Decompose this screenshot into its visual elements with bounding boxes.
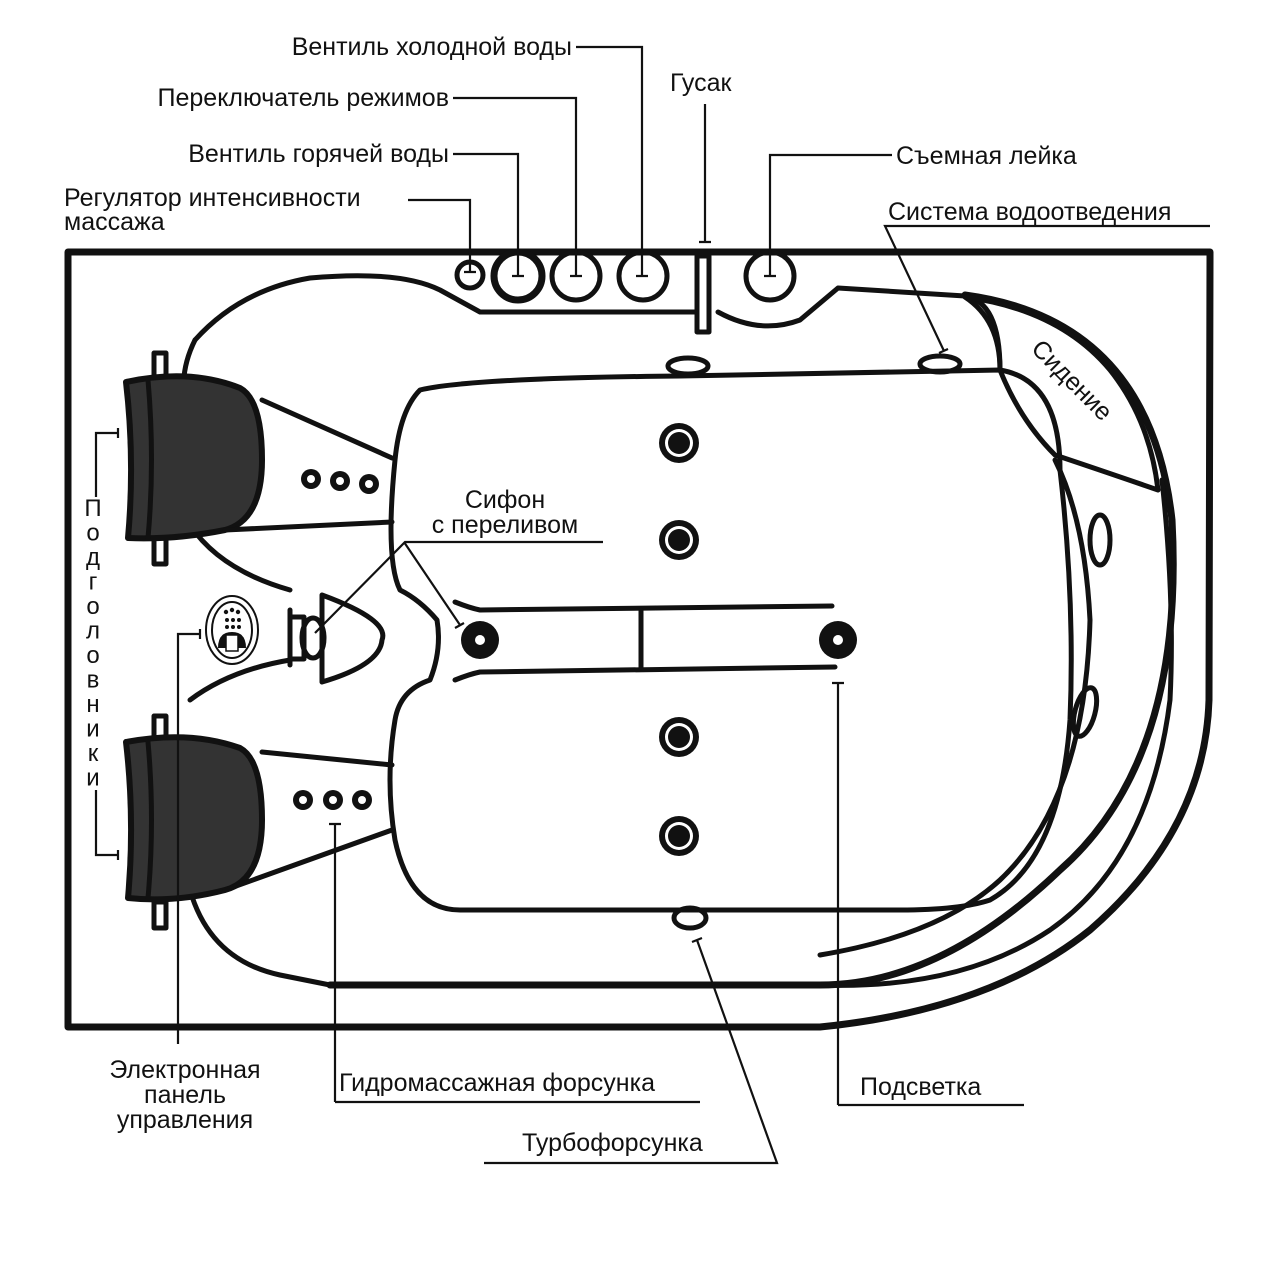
headrest-label-letter: о: [86, 520, 99, 547]
label-hydro-jet: Гидромассажная форсунка: [339, 1069, 655, 1097]
tub-outer-frame: [64, 248, 1214, 1031]
label-lighting: Подсветка: [860, 1073, 981, 1101]
bottom-light: [671, 905, 709, 931]
label-massage-regulator-2: массажа: [64, 208, 165, 236]
label-massage-regulator-1: Регулятор интенсивности: [64, 184, 361, 212]
seat-label: Сидение: [1026, 334, 1118, 426]
headrest-label-letter: о: [86, 642, 99, 669]
basin-inner: [387, 367, 1074, 913]
headrest-bottom-jets: [293, 790, 372, 810]
headrest-label-letter: д: [86, 544, 100, 571]
back-jet-rail: [452, 599, 857, 683]
leader-lines: [94, 45, 1210, 1165]
label-hot-water-valve: Вентиль горячей воды: [188, 140, 449, 168]
headrest-label-letter: и: [86, 765, 99, 792]
top-light-ring: [665, 355, 711, 377]
seat-shape: [962, 294, 1161, 493]
label-control-panel-3: управления: [117, 1106, 253, 1134]
label-control-panel-1: Электронная: [109, 1056, 260, 1084]
right-wall-outer: [817, 477, 1174, 988]
floor-turbo-jets: [659, 423, 699, 856]
basin-outer-lower: [187, 887, 333, 988]
label-hand-shower: Съемная лейка: [896, 142, 1077, 170]
headrest-top: [123, 350, 395, 567]
basin-outer-lower-2: [187, 657, 293, 703]
headrest-label-letter: о: [86, 593, 99, 620]
label-control-panel-2: панель: [144, 1081, 226, 1109]
wall-lights: [1070, 512, 1113, 739]
headrest-top-jets: [301, 469, 379, 494]
headrest-label-letter: л: [86, 618, 100, 645]
headrest-label-letter: к: [88, 740, 99, 767]
headrest-label-letter: н: [86, 691, 99, 718]
headrest-label-letter: П: [84, 495, 101, 522]
drain-ring: [917, 353, 963, 375]
siphon-overflow[interactable]: [287, 592, 386, 685]
label-drain-system: Система водоотведения: [888, 198, 1171, 226]
label-mode-switch: Переключатель режимов: [158, 84, 449, 112]
electronic-control-panel[interactable]: [205, 595, 259, 665]
spout[interactable]: [694, 253, 712, 335]
headrest-bottom: [123, 713, 395, 931]
label-siphon-1: Сифон: [465, 486, 545, 514]
label-siphon-2: с переливом: [432, 511, 579, 539]
label-cold-water-valve: Вентиль холодной воды: [292, 33, 572, 61]
label-turbo-jet: Турбофорсунка: [522, 1129, 703, 1157]
headrest-label-letter: и: [86, 716, 99, 743]
right-wall-inner: [817, 457, 1093, 958]
headrest-label-letter: в: [87, 667, 100, 694]
headrest-label-letter: г: [89, 569, 98, 596]
tub-rim-outer: [326, 291, 1177, 989]
label-spout: Гусак: [670, 69, 732, 97]
